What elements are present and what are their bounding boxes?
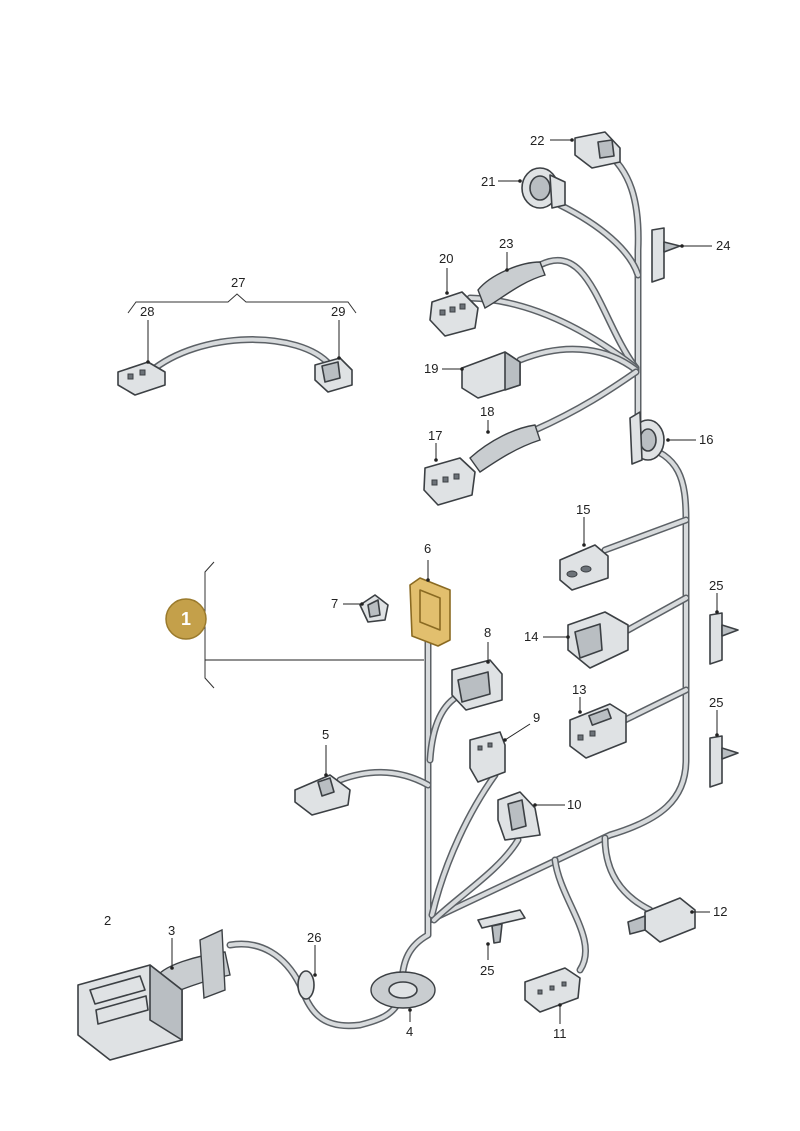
connector-17 <box>423 457 476 506</box>
connector-11 <box>524 967 581 1013</box>
label-10: 10 <box>567 797 581 812</box>
seal-sleeve-18 <box>469 424 541 473</box>
connector-22 <box>574 131 621 169</box>
label-28: 28 <box>140 304 154 319</box>
connector-12 <box>627 897 696 943</box>
label-13: 13 <box>572 682 586 697</box>
label-5: 5 <box>322 727 329 742</box>
label-29: 29 <box>331 304 345 319</box>
label-24: 24 <box>716 238 730 253</box>
label-15: 15 <box>576 502 590 517</box>
label-2: 2 <box>104 913 111 928</box>
clip-7 <box>359 594 389 623</box>
label-12: 12 <box>713 904 727 919</box>
callout-group-1: 1 <box>165 561 424 689</box>
clip-24 <box>651 227 681 283</box>
label-25-bottom: 25 <box>480 963 494 978</box>
label-11: 11 <box>553 1026 567 1041</box>
label-27: 27 <box>231 275 245 290</box>
connector-28 <box>117 361 166 396</box>
round-connector-21 <box>521 167 566 209</box>
connector-15 <box>559 544 609 591</box>
connector-5 <box>294 774 351 816</box>
label-4: 4 <box>406 1024 413 1039</box>
label-14: 14 <box>524 629 538 644</box>
holder-10 <box>497 791 541 841</box>
connector-8 <box>451 659 503 711</box>
connector-29 <box>314 357 353 393</box>
label-6: 6 <box>424 541 431 556</box>
connector-20 <box>429 291 479 337</box>
label-19: 19 <box>424 361 438 376</box>
clip-25-bottom <box>477 909 526 944</box>
label-16: 16 <box>699 432 713 447</box>
cable-tie-26 <box>297 970 315 1000</box>
callout-label: 1 <box>181 609 191 629</box>
connector-9 <box>469 731 506 783</box>
label-23: 23 <box>499 236 513 251</box>
label-25-upper: 25 <box>709 578 723 593</box>
main-connector-2 <box>77 964 183 1061</box>
connector-6-highlighted <box>409 577 451 647</box>
seal-sleeve-23 <box>477 261 546 309</box>
label-17: 17 <box>428 428 442 443</box>
label-20: 20 <box>439 251 453 266</box>
label-22: 22 <box>530 133 544 148</box>
clip-25-lower <box>709 735 739 788</box>
label-8: 8 <box>484 625 491 640</box>
connector-19 <box>461 351 521 399</box>
label-7: 7 <box>331 596 338 611</box>
label-9: 9 <box>533 710 540 725</box>
label-25-lower: 25 <box>709 695 723 710</box>
grommet-16 <box>629 411 665 465</box>
label-18: 18 <box>480 404 494 419</box>
grommet-4 <box>370 971 436 1009</box>
label-26: 26 <box>307 930 321 945</box>
label-3: 3 <box>168 923 175 938</box>
harness-wires <box>146 146 690 1030</box>
part-labels: 22 21 24 20 23 19 18 17 16 15 14 13 <box>104 133 730 1041</box>
connector-14 <box>567 611 629 669</box>
label-21: 21 <box>481 174 495 189</box>
clip-25-upper <box>709 612 739 665</box>
connector-13 <box>569 703 627 759</box>
callout-badge <box>165 598 207 640</box>
